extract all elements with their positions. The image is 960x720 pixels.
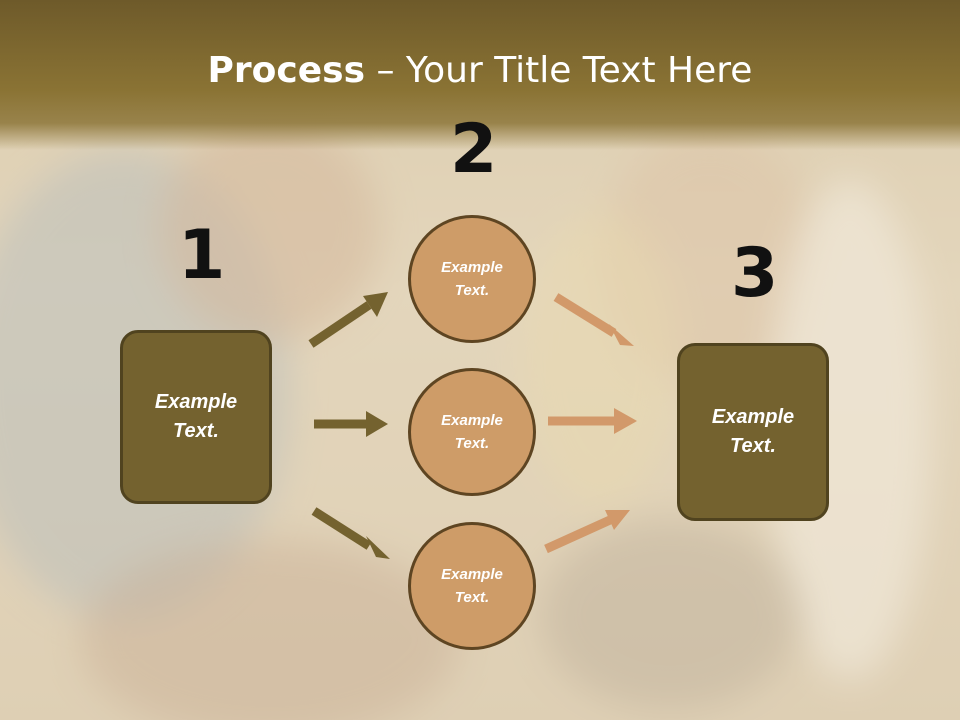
title-rest: – Your Title Text Here <box>365 50 753 91</box>
arrow-left-to-middle <box>314 411 388 437</box>
step-number-2: 2 <box>450 110 498 189</box>
arrow-top-to-right <box>553 293 634 346</box>
left-box-label: Example Text. <box>154 391 238 442</box>
arrow-left-to-top <box>308 292 388 348</box>
arrow-bottom-to-right <box>544 510 630 554</box>
arrow-left-to-bottom <box>311 507 390 559</box>
left-process-box: Example Text. <box>120 330 272 504</box>
circle-middle-label: Example Text. <box>441 412 503 452</box>
circle-middle: Example Text. <box>408 368 536 496</box>
title-band <box>0 0 960 150</box>
step-number-3: 3 <box>731 234 779 313</box>
title-bold: Process <box>207 50 366 91</box>
circle-top-label: Example Text. <box>441 259 503 299</box>
right-box-label: Example Text. <box>711 406 795 457</box>
right-process-box: Example Text. <box>677 343 829 521</box>
circle-bottom: Example Text. <box>408 522 536 650</box>
step-number-1: 1 <box>178 216 226 295</box>
slide-title: Process – Your Title Text Here <box>0 50 960 91</box>
arrow-middle-to-right <box>548 408 637 434</box>
circle-top: Example Text. <box>408 215 536 343</box>
circle-bottom-label: Example Text. <box>441 566 503 606</box>
